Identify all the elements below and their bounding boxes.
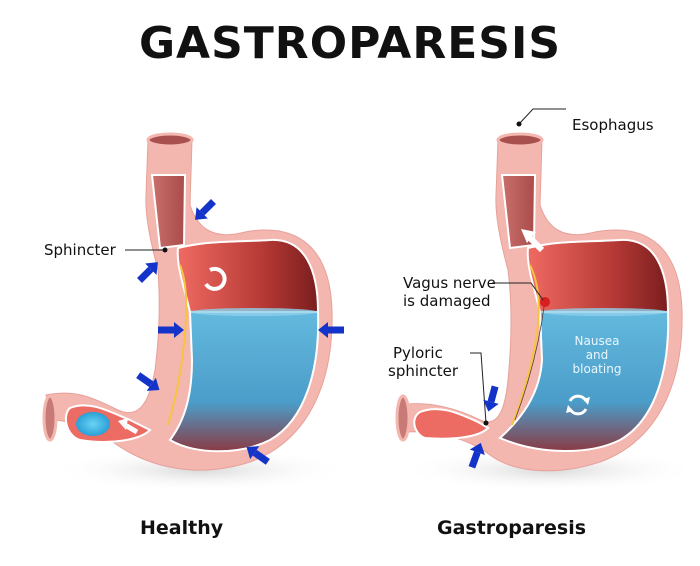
- sphincter-label: Sphincter: [44, 241, 116, 259]
- symptom-label-line2: and: [585, 348, 609, 362]
- pyloric-label-line2: sphincter: [388, 362, 459, 380]
- esophagus-label: Esophagus: [572, 116, 654, 134]
- healthy-stomach: [42, 132, 350, 492]
- pyloric-label-line1: Pyloric: [393, 344, 443, 362]
- gastroparesis-caption: Gastroparesis: [437, 517, 587, 539]
- vagus-nerve-label-line1: Vagus nerve: [403, 274, 496, 292]
- vagus-nerve-label-line2: is damaged: [403, 292, 491, 310]
- symptom-label-line1: Nausea: [574, 334, 620, 348]
- pyloric-arrows: [468, 385, 499, 469]
- symptom-label-line3: bloating: [572, 362, 622, 376]
- contraction-arrows: [136, 199, 344, 465]
- gastroparesis-stomach: [395, 108, 700, 492]
- page-title: GASTROPARESIS: [138, 18, 562, 69]
- healthy-caption: Healthy: [140, 517, 224, 539]
